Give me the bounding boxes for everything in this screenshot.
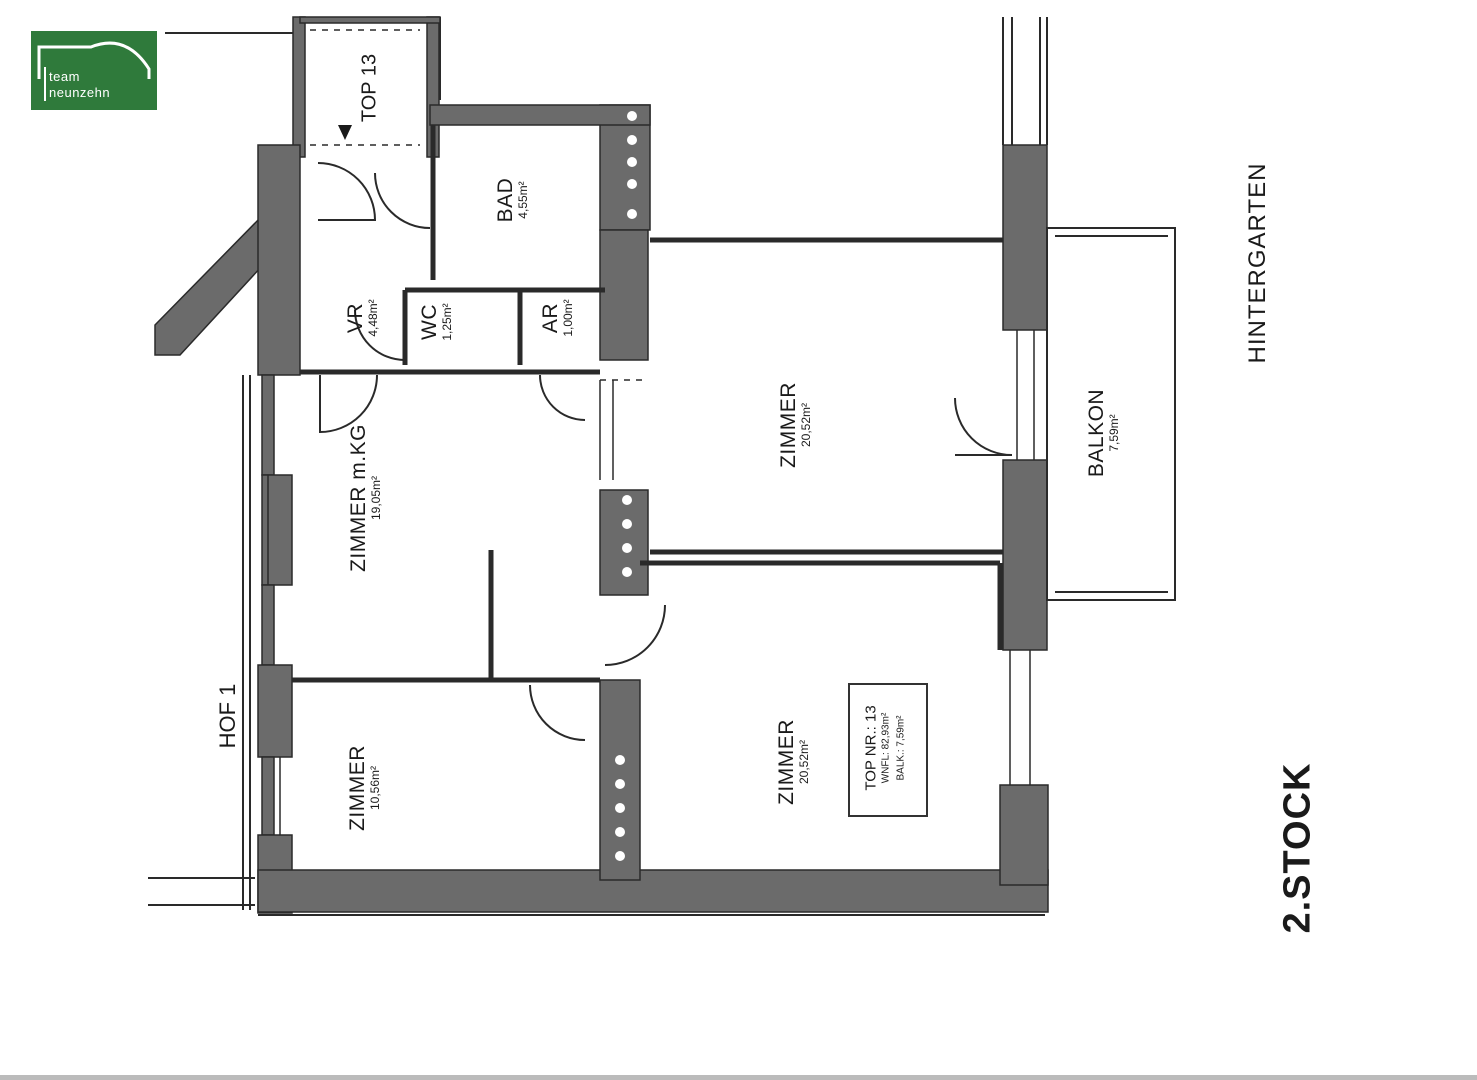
room-area: 20,52m²	[799, 402, 813, 448]
room-area: 1,25m²	[440, 303, 454, 341]
courtyard-label: HOF 1	[215, 683, 240, 749]
room-name: ZIMMER	[777, 382, 800, 468]
exterior-lines	[148, 17, 1048, 916]
entry-label: TOP 13	[358, 53, 381, 123]
room-area: 19,05m²	[369, 475, 383, 521]
room-name: VR	[344, 302, 367, 334]
room-area: 1,00m²	[561, 299, 575, 337]
room-zimmer-kg: ZIMMER m.KG 19,05m²	[347, 424, 383, 572]
entry-arrow-icon	[338, 125, 352, 140]
chimney-marks	[615, 111, 637, 861]
unit-info-balk: BALK.: 7,59m²	[895, 715, 907, 781]
unit-info: TOP NR.: 13 WNFL: 82,93m² BALK.: 7,59m²	[862, 705, 909, 791]
door-swings	[317, 162, 1013, 741]
logo-roof-icon	[37, 41, 151, 101]
room-name: AR	[539, 302, 562, 334]
room-area: 7,59m²	[1107, 414, 1121, 452]
room-name: ZIMMER	[346, 745, 369, 831]
room-name: ZIMMER m.KG	[347, 424, 370, 572]
room-zimmer-top-right: ZIMMER 20,52m²	[777, 382, 813, 468]
room-zimmer-bottom-right: ZIMMER 20,52m²	[775, 719, 811, 805]
company-logo: team neunzehn	[31, 31, 157, 110]
logo-text-team: team	[49, 69, 80, 84]
room-area: 4,48m²	[366, 299, 380, 337]
room-name: BALKON	[1085, 388, 1108, 478]
window-lines	[267, 330, 1035, 835]
room-area: 20,52m²	[797, 739, 811, 785]
room-area: 10,56m²	[368, 765, 382, 811]
logo-text-neunzehn: neunzehn	[49, 85, 111, 100]
room-wc: WC 1,25m²	[418, 303, 454, 340]
room-name: ZIMMER	[775, 719, 798, 805]
unit-info-wnfl: WNFL: 82,93m²	[880, 712, 892, 784]
dashed-lines	[310, 29, 645, 381]
bottom-border	[0, 1075, 1477, 1080]
partitions	[292, 125, 1003, 683]
room-name: BAD	[494, 177, 517, 223]
room-balkon: BALKON 7,59m²	[1085, 389, 1121, 477]
room-bad: BAD 4,55m²	[494, 178, 530, 223]
room-ar: AR 1,00m²	[539, 299, 575, 336]
room-area: 4,55m²	[516, 181, 530, 219]
balcony-outline	[1046, 227, 1176, 601]
room-zimmer-small: ZIMMER 10,56m²	[346, 745, 382, 831]
unit-info-box	[848, 683, 928, 817]
room-vr: VR 4,48m²	[344, 299, 380, 336]
room-name: WC	[418, 304, 441, 341]
floor-label: 2.STOCK	[1276, 762, 1319, 934]
unit-info-title: TOP NR.: 13	[862, 705, 880, 791]
garden-label: HINTERGARTEN	[1244, 162, 1271, 364]
walls	[154, 16, 1049, 914]
